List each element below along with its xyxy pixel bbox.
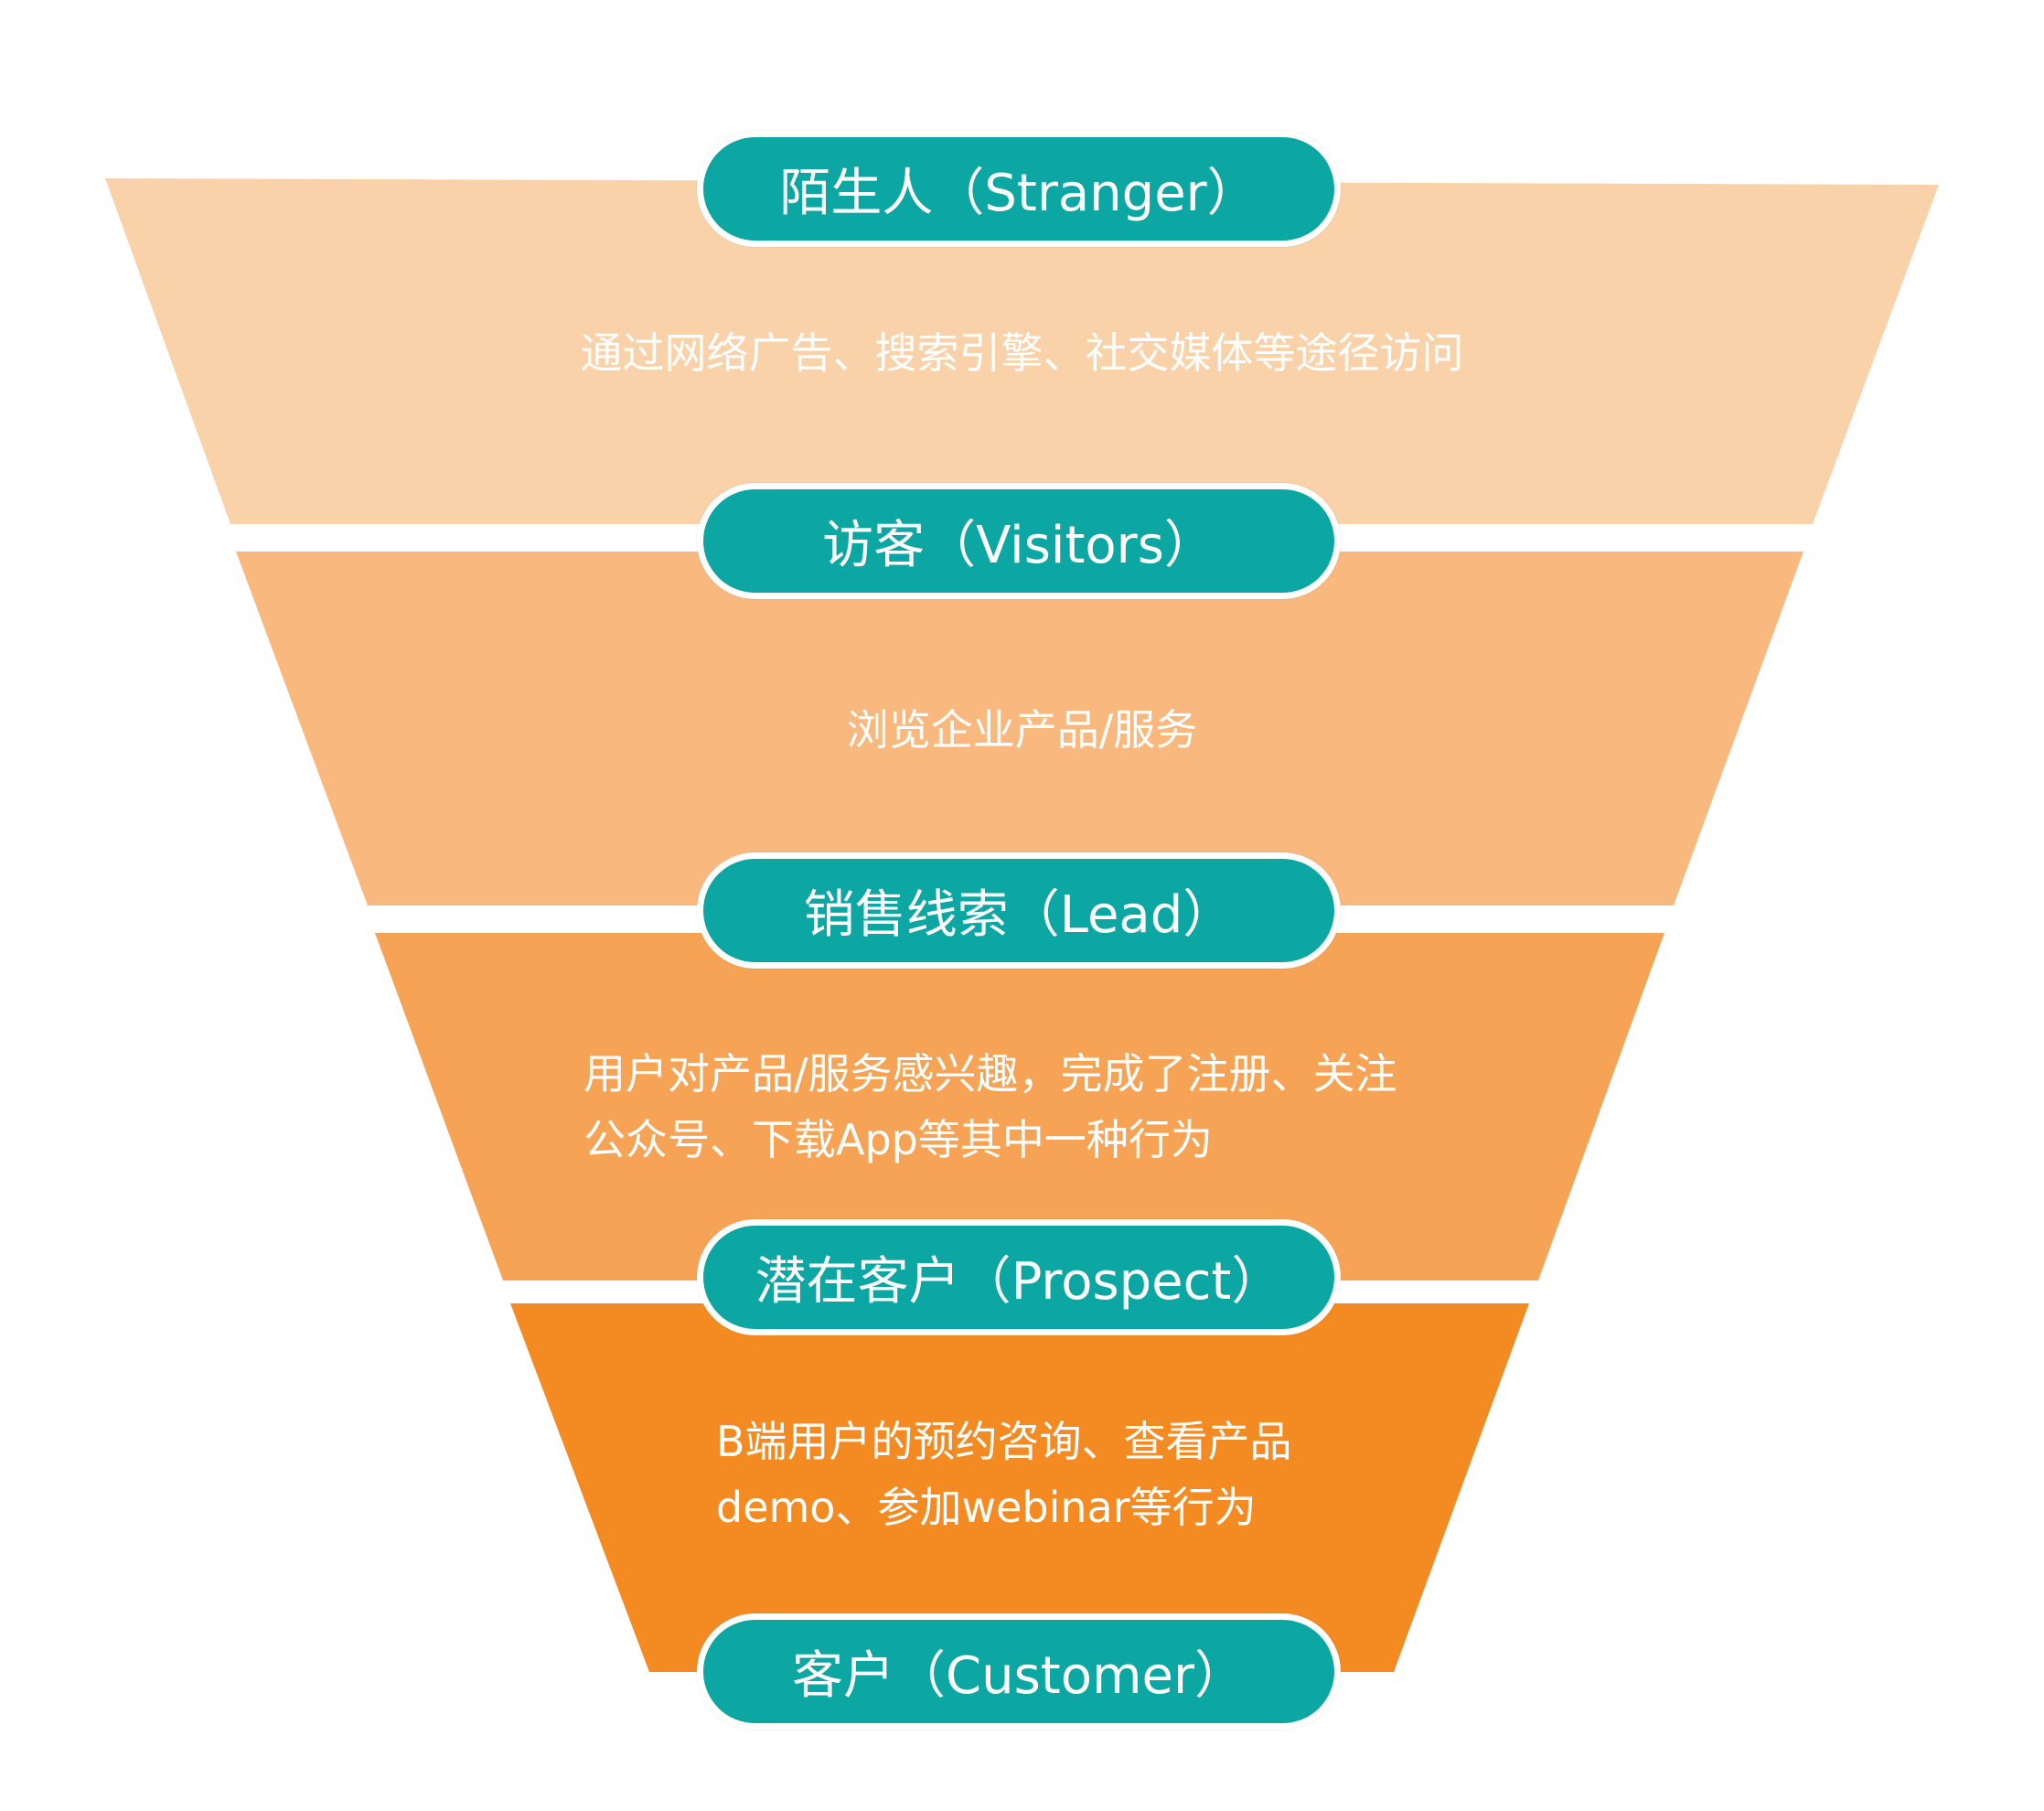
stage-pill-customer: 客户（Customer） xyxy=(697,1613,1341,1730)
funnel-band-lead xyxy=(375,933,1664,1281)
stage-pill-lead: 销售线索（Lead） xyxy=(697,852,1341,969)
stage-pill-stranger: 陌生人（Stranger） xyxy=(697,131,1341,247)
stage-description-prospect: B端用户的预约咨询、查看产品 demo、参加webinar等行为 xyxy=(716,1417,1292,1532)
funnel-band-prospect xyxy=(510,1303,1529,1672)
stage-description-lead: 用户对产品/服务感兴趣，完成了注册、关注 公众号、下载App等其中一种行为 xyxy=(583,1049,1397,1164)
stage-description-stranger: 通过网络广告、搜索引擎、社交媒体等途径访问 xyxy=(580,328,1464,378)
stage-description-visitors: 浏览企业产品/服务 xyxy=(846,705,1198,755)
funnel-band-stranger xyxy=(105,178,1939,524)
funnel-band-visitors xyxy=(236,552,1803,906)
stage-pill-visitors: 访客（Visitors） xyxy=(697,483,1341,599)
stage-pill-prospect: 潜在客户（Prospect） xyxy=(697,1219,1341,1335)
